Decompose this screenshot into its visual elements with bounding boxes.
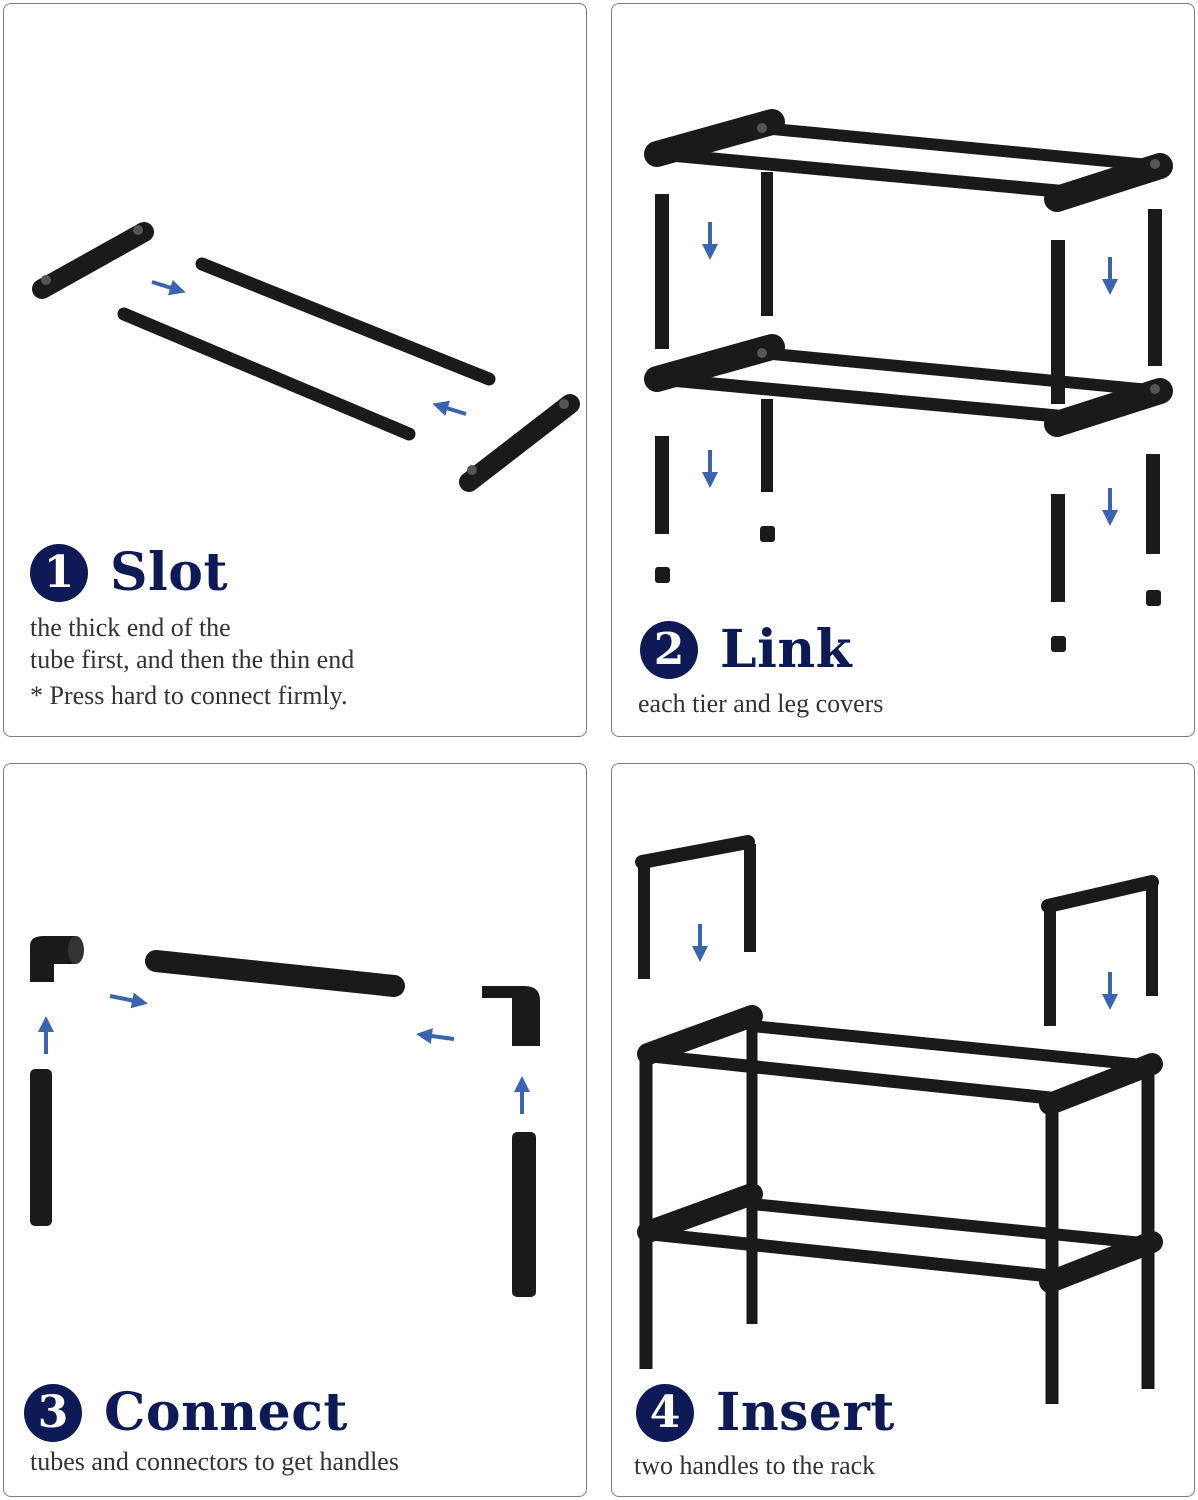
- step-3-description: tubes and connectors to get handles: [30, 1446, 399, 1478]
- description-line: two handles to the rack: [634, 1451, 876, 1480]
- step-1-panel: 1 Slot the thick end of the tube first, …: [3, 3, 587, 737]
- description-line: the thick end of the: [30, 613, 231, 642]
- tube-back: [195, 257, 496, 386]
- description-line: tube first, and then the thin end: [30, 645, 355, 674]
- arrow-right: [151, 280, 186, 296]
- leg-tube-right: [512, 1132, 536, 1297]
- down-arrows: [702, 222, 1118, 526]
- leg-tube-left: [30, 1069, 52, 1226]
- step-4-heading: 4 Insert: [636, 1384, 895, 1442]
- description-line: each tier and leg covers: [638, 689, 884, 718]
- step-number-1: 1: [30, 544, 88, 602]
- arrows: [38, 992, 530, 1114]
- step-4-panel: 4 Insert two handles to the rack: [611, 763, 1195, 1497]
- step-4-illustration: [635, 835, 1163, 1404]
- step-title-slot: Slot: [110, 542, 229, 603]
- upper-tier: [644, 109, 1173, 212]
- handle-left: [635, 835, 756, 979]
- description-line: tubes and connectors to get handles: [30, 1447, 399, 1476]
- handle-tube: [145, 950, 405, 997]
- elbow-connector-right: [482, 986, 540, 1046]
- step-2-panel: 2 Link each tier and leg covers: [611, 3, 1195, 737]
- step-3-panel: 3 Connect tubes and connectors to get ha…: [3, 763, 587, 1497]
- down-arrows: [692, 924, 1118, 1010]
- end-bracket-left: [32, 222, 154, 299]
- upper-legs: [655, 172, 1162, 404]
- step-2-description: each tier and leg covers: [638, 688, 883, 720]
- end-bracket-right: [459, 394, 580, 492]
- description-note: * Press hard to connect firmly.: [30, 681, 348, 710]
- step-title-insert: Insert: [716, 1382, 895, 1443]
- step-number-4: 4: [636, 1384, 694, 1442]
- assembled-rack: [637, 1005, 1163, 1404]
- step-title-link: Link: [720, 619, 853, 680]
- step-2-illustration: [644, 109, 1173, 652]
- step-number-2: 2: [640, 621, 698, 679]
- arrow-left: [432, 400, 467, 416]
- lower-tier: [644, 334, 1173, 437]
- lower-legs: [655, 399, 1160, 602]
- step-1-description: the thick end of the tube first, and the…: [30, 612, 354, 712]
- tube-front: [117, 307, 416, 441]
- step-4-description: two handles to the rack: [634, 1450, 875, 1482]
- handle-right: [1041, 875, 1159, 1026]
- leg-covers: [655, 526, 1161, 652]
- step-2-heading: 2 Link: [640, 621, 852, 679]
- step-number-3: 3: [24, 1384, 82, 1442]
- step-1-heading: 1 Slot: [30, 544, 228, 602]
- step-3-heading: 3 Connect: [24, 1384, 348, 1442]
- step-1-illustration: [32, 222, 580, 492]
- step-title-connect: Connect: [104, 1382, 348, 1443]
- step-3-illustration: [30, 936, 540, 1297]
- elbow-connector-left: [30, 936, 84, 982]
